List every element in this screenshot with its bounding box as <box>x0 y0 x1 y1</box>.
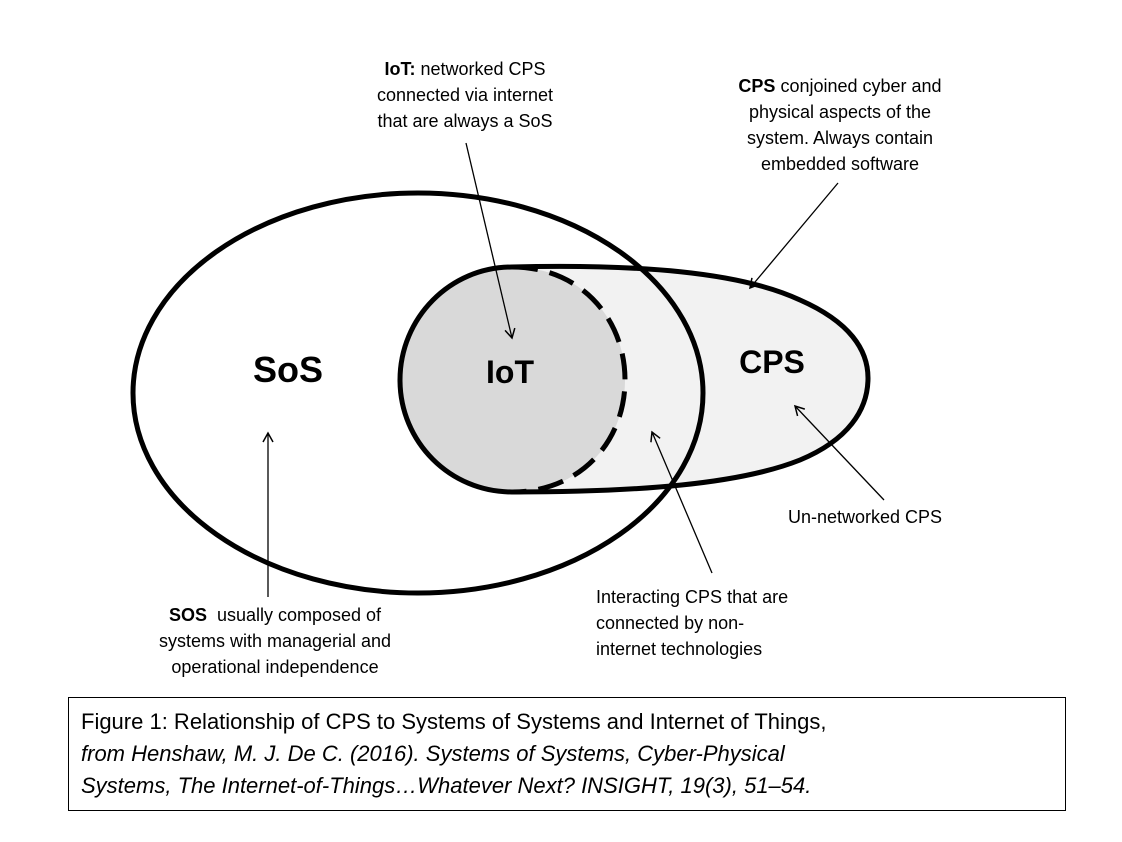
iot-boundary-left <box>397 264 513 495</box>
cps-label: CPS <box>739 344 805 380</box>
interacting-annotation: Interacting CPS that are connected by no… <box>596 584 876 662</box>
cps-annotation-text: conjoined cyber and <box>775 76 942 96</box>
iot-annotation-arrow <box>465 142 516 340</box>
cps-annotation: CPS conjoined cyber and physical aspects… <box>690 73 990 177</box>
sos-annotation-line3: operational independence <box>171 657 379 677</box>
cps-annotation-bold: CPS <box>738 76 776 96</box>
iot-region <box>400 267 625 492</box>
interacting-annotation-arrow <box>650 430 713 574</box>
iot-label: IoT <box>486 354 534 390</box>
caption-line1: Figure 1: Relationship of CPS to Systems… <box>81 709 827 734</box>
cps-annotation-line3: system. Always contain <box>746 128 934 148</box>
sos-boundary <box>130 190 706 596</box>
unnetworked-annotation: Un-networked CPS <box>788 504 1038 530</box>
cps-boundary <box>511 263 871 495</box>
sos-annotation: SOS usually composed of systems with man… <box>120 602 430 680</box>
caption-line2: from Henshaw, M. J. De C. (2016). System… <box>81 738 1053 770</box>
unnetworked-annotation-line1: Un-networked CPS <box>788 507 943 527</box>
interacting-annotation-line2: connected by non- <box>596 613 745 633</box>
cps-annotation-arrow <box>749 182 839 290</box>
cps-annotation-line2: physical aspects of the <box>748 102 932 122</box>
interacting-annotation-line1: Interacting CPS that are <box>596 587 789 607</box>
cps-annotation-line4: embedded software <box>760 154 920 174</box>
iot-annotation-bold: IoT: <box>384 59 416 79</box>
iot-annotation-line3: that are always a SoS <box>377 111 553 131</box>
sos-label: SoS <box>253 349 323 390</box>
sos-annotation-text: usually composed of <box>206 605 382 625</box>
sos-annotation-bold: SOS <box>168 605 207 625</box>
iot-annotation-line2: connected via internet <box>376 85 554 105</box>
figure-caption: Figure 1: Relationship of CPS to Systems… <box>68 697 1066 811</box>
interacting-annotation-line3: internet technologies <box>596 639 763 659</box>
caption-line3: Systems, The Internet-of-Things…Whatever… <box>81 770 1053 802</box>
caption-line2-italic: from Henshaw, M. J. De C. (2016). System… <box>81 741 785 766</box>
iot-boundary-dashed <box>511 264 628 495</box>
sos-annotation-line2: systems with managerial and <box>158 631 392 651</box>
unnetworked-annotation-arrow <box>793 404 885 501</box>
iot-annotation: IoT: networked CPS connected via interne… <box>330 56 600 134</box>
iot-annotation-text: networked CPS <box>415 59 546 79</box>
caption-line3-italic: Systems, The Internet-of-Things…Whatever… <box>81 773 812 798</box>
